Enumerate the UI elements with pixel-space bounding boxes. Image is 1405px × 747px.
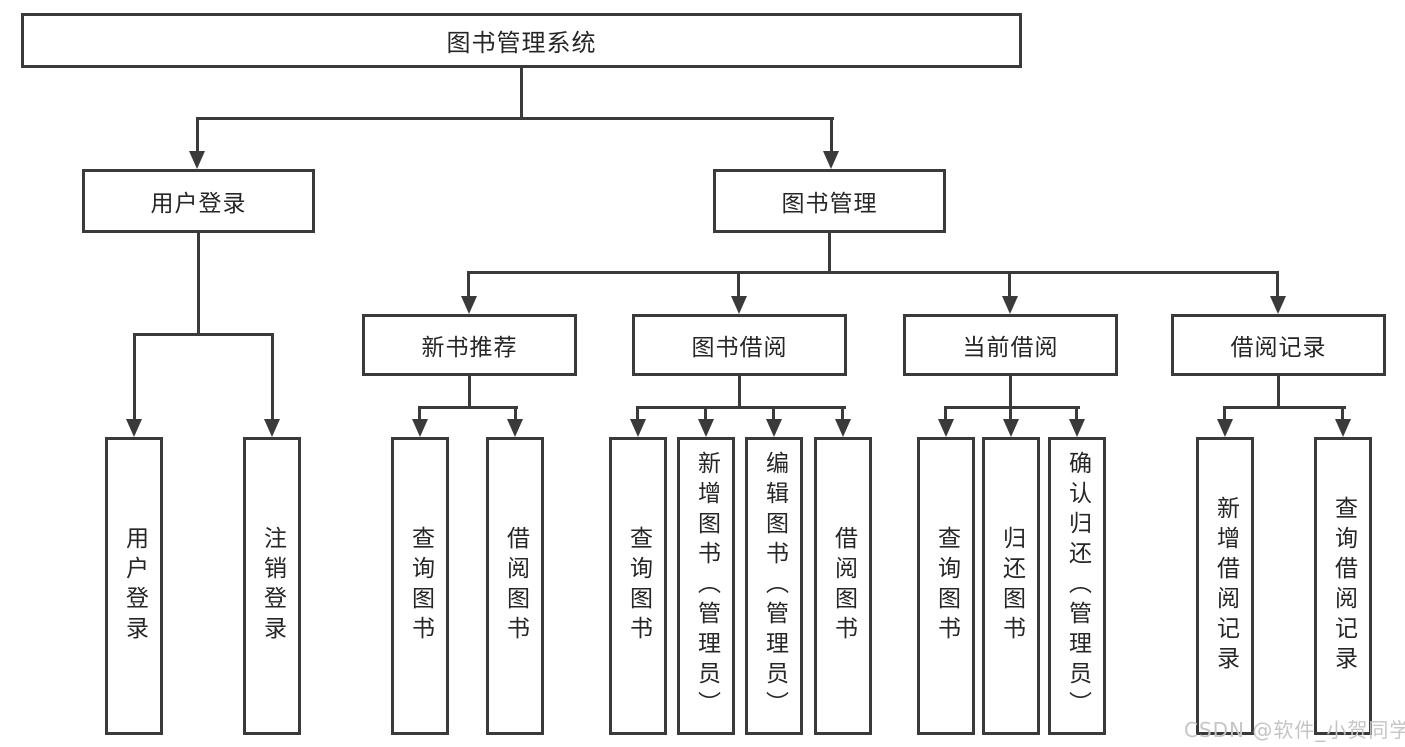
node-book-borrowing: 图书借阅 — [632, 314, 847, 376]
connector-line — [944, 406, 1080, 409]
leaf-query-books: 查询图书 — [609, 437, 667, 735]
node-label: 新书推荐 — [421, 335, 518, 361]
connector-line — [467, 273, 470, 296]
arrowhead-down-icon — [835, 419, 851, 437]
node-library-management-system: 图书管理系统 — [21, 13, 1022, 68]
leaf-label: 用户登录 — [121, 526, 148, 646]
connector-line — [520, 68, 523, 119]
node-user-login: 用户登录 — [82, 169, 315, 233]
leaf-borrow-books: 借阅图书 — [486, 437, 544, 735]
leaf-add-borrow-record: 新增借阅记录 — [1196, 437, 1254, 735]
leaf-label: 查询图书 — [625, 526, 652, 646]
node-label: 借阅记录 — [1230, 335, 1327, 361]
leaf-label: 新增借阅记录 — [1212, 496, 1239, 676]
connector-line — [196, 117, 834, 120]
connector-line — [830, 119, 833, 152]
node-label: 图书借阅 — [691, 335, 788, 361]
arrowhead-down-icon — [189, 151, 205, 169]
arrowhead-down-icon — [938, 419, 954, 437]
node-label: 图书管理系统 — [446, 29, 597, 57]
connector-line — [1075, 408, 1078, 419]
leaf-query-books: 查询图书 — [391, 437, 449, 735]
connector-line — [468, 376, 471, 408]
arrowhead-down-icon — [1003, 419, 1019, 437]
connector-line — [418, 406, 518, 409]
arrowhead-down-icon — [630, 419, 646, 437]
arrowhead-down-icon — [1069, 419, 1085, 437]
connector-line — [133, 333, 274, 336]
connector-line — [133, 335, 136, 419]
leaf-query-borrow-record: 查询借阅记录 — [1314, 437, 1372, 735]
node-label: 图书管理 — [781, 191, 878, 217]
connector-line — [271, 335, 274, 419]
connector-line — [1223, 406, 1346, 409]
leaf-borrow-books: 借阅图书 — [814, 437, 872, 735]
node-label: 当前借阅 — [962, 335, 1059, 361]
arrowhead-down-icon — [1335, 419, 1351, 437]
arrowhead-down-icon — [731, 296, 747, 314]
connector-line — [636, 408, 639, 419]
leaf-label: 编辑图书（管理员） — [761, 451, 788, 721]
leaf-label: 确认归还（管理员） — [1064, 451, 1091, 721]
arrowhead-down-icon — [823, 151, 839, 169]
connector-line — [196, 119, 199, 152]
connector-line — [944, 408, 947, 419]
connector-line — [1009, 408, 1012, 419]
connector-line — [1277, 376, 1280, 408]
connector-line — [514, 408, 517, 419]
node-label: 用户登录 — [150, 191, 247, 217]
leaf-logout: 注销登录 — [243, 437, 301, 735]
connector-line — [1009, 376, 1012, 408]
leaf-label: 查询借阅记录 — [1330, 496, 1357, 676]
leaf-label: 查询图书 — [407, 526, 434, 646]
leaf-confirm-return-admin: 确认归还（管理员） — [1048, 437, 1106, 735]
connector-line — [841, 408, 844, 419]
arrowhead-down-icon — [766, 419, 782, 437]
leaf-query-books: 查询图书 — [917, 437, 975, 735]
leaf-edit-books-admin: 编辑图书（管理员） — [745, 437, 803, 735]
connector-line — [1223, 408, 1226, 419]
connector-line — [1276, 273, 1279, 296]
arrowhead-down-icon — [126, 419, 142, 437]
leaf-label: 查询图书 — [933, 526, 960, 646]
connector-line — [467, 271, 1279, 274]
node-borrowing-records: 借阅记录 — [1171, 314, 1386, 376]
connector-line — [704, 408, 707, 419]
connector-line — [828, 233, 831, 273]
connector-line — [636, 406, 846, 409]
leaf-label: 借阅图书 — [830, 526, 857, 646]
node-new-book-recommendation: 新书推荐 — [362, 314, 577, 376]
arrowhead-down-icon — [1217, 419, 1233, 437]
connector-line — [197, 233, 200, 335]
arrowhead-down-icon — [1002, 296, 1018, 314]
arrowhead-down-icon — [264, 419, 280, 437]
leaf-user-login: 用户登录 — [105, 437, 163, 735]
leaf-return-books: 归还图书 — [982, 437, 1040, 735]
arrowhead-down-icon — [698, 419, 714, 437]
node-book-management: 图书管理 — [713, 169, 946, 233]
csdn-watermark: CSDN @软件_小贺同学 — [1184, 718, 1405, 742]
connector-line — [1341, 408, 1344, 419]
leaf-label: 新增图书（管理员） — [693, 451, 720, 721]
leaf-label: 注销登录 — [259, 526, 286, 646]
arrowhead-down-icon — [461, 296, 477, 314]
arrowhead-down-icon — [507, 419, 523, 437]
arrowhead-down-icon — [412, 419, 428, 437]
node-current-borrowing: 当前借阅 — [903, 314, 1118, 376]
connector-line — [772, 408, 775, 419]
leaf-label: 借阅图书 — [502, 526, 529, 646]
connector-line — [737, 273, 740, 296]
connector-line — [1008, 273, 1011, 296]
leaf-add-books-admin: 新增图书（管理员） — [677, 437, 735, 735]
connector-line — [738, 376, 741, 408]
arrowhead-down-icon — [1270, 296, 1286, 314]
leaf-label: 归还图书 — [998, 526, 1025, 646]
connector-line — [418, 408, 421, 419]
